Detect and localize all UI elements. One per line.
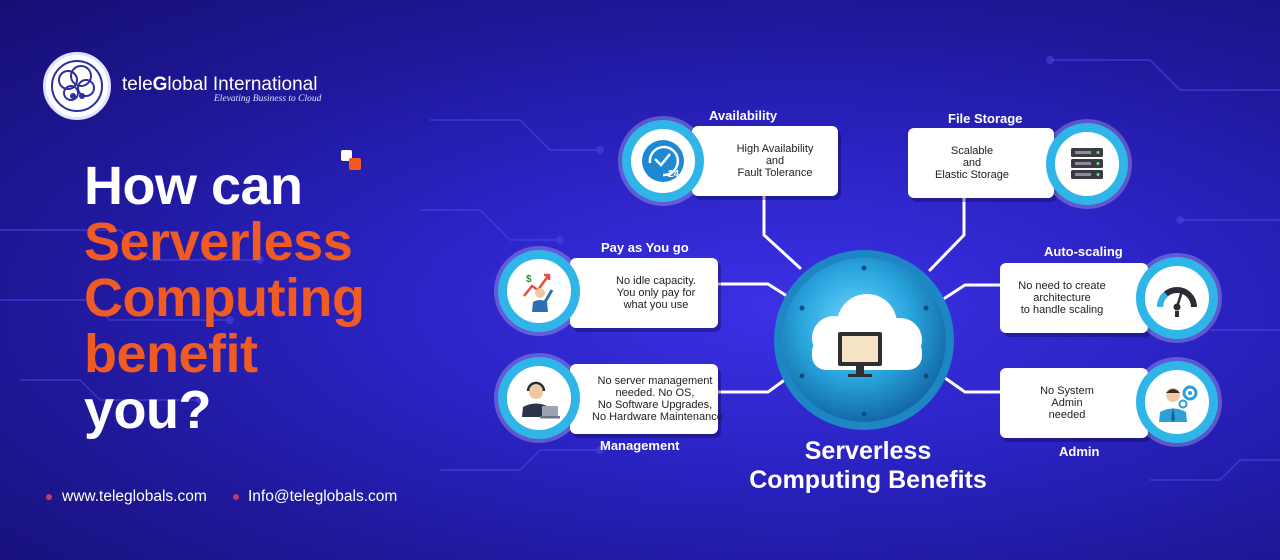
headline-line-5: you? — [84, 380, 212, 440]
website-link[interactable]: www.teleglobals.com — [62, 488, 207, 505]
label-file-storage: File Storage — [948, 111, 1023, 126]
label-admin: Admin — [1059, 444, 1100, 459]
admin-icon-circle — [1136, 361, 1218, 443]
management-icon-circle — [498, 357, 580, 439]
globe-cloud-logo-icon — [51, 60, 103, 112]
email-link[interactable]: Info@teleglobals.com — [248, 488, 398, 505]
businessman-growth-icon: $ — [523, 273, 554, 312]
headline-line-2: Serverless — [84, 212, 353, 272]
label-pay-as-you-go: Pay as You go — [601, 240, 689, 255]
connector-availability — [762, 194, 802, 270]
file-storage-icon-circle — [1046, 123, 1128, 205]
clock-24-icon: 24 — [642, 140, 684, 182]
brand-name: teleGlobal International — [122, 74, 318, 95]
server-stack-icon — [1071, 148, 1103, 179]
card-management: No server management needed. No OS, No S… — [570, 364, 723, 434]
center-title: Serverless Computing Benefits — [749, 437, 987, 494]
connector-management — [716, 374, 792, 394]
connector-admin — [943, 376, 1002, 394]
bullet-dot — [233, 494, 239, 500]
label-auto-scaling: Auto-scaling — [1044, 244, 1123, 259]
connector-auto-scaling — [943, 283, 1002, 300]
headline-line-3: Computing — [84, 268, 365, 328]
connector-file-storage — [928, 196, 966, 272]
card-auto-scaling: No need to create architecture to handle… — [1000, 263, 1148, 333]
decor-square-orange — [349, 158, 361, 170]
company-logo — [43, 52, 111, 120]
svg-text:$: $ — [526, 274, 532, 285]
decor-square-white — [341, 150, 352, 161]
availability-icon-circle: 24 — [622, 120, 704, 202]
card-availability: High Availability and Fault Tolerance — [692, 126, 838, 196]
label-management: Management — [600, 438, 680, 453]
card-file-storage: Scalable and Elastic Storage — [908, 128, 1054, 198]
connector-pay — [716, 282, 792, 300]
bullet-dot — [46, 494, 52, 500]
gauge-icon — [1156, 287, 1197, 317]
svg-text:24: 24 — [668, 169, 680, 180]
brand-tagline: Elevating Business to Cloud — [214, 94, 322, 104]
label-availability: Availability — [709, 108, 778, 123]
pay-icon-circle: $ — [498, 250, 580, 332]
headline-line-4: benefit — [84, 324, 258, 384]
admin-gear-icon — [1159, 385, 1198, 422]
card-pay-as-you-go: No idle capacity. You only pay for what … — [570, 258, 718, 328]
center-hub-cloud-monitor-icon — [774, 250, 954, 430]
card-admin: No System Admin needed — [1000, 368, 1148, 438]
auto-scaling-icon-circle — [1136, 257, 1218, 339]
support-agent-icon — [522, 381, 560, 419]
headline-line-1: How can — [84, 156, 303, 216]
headline: How can Serverless Computing benefit you… — [84, 156, 365, 440]
